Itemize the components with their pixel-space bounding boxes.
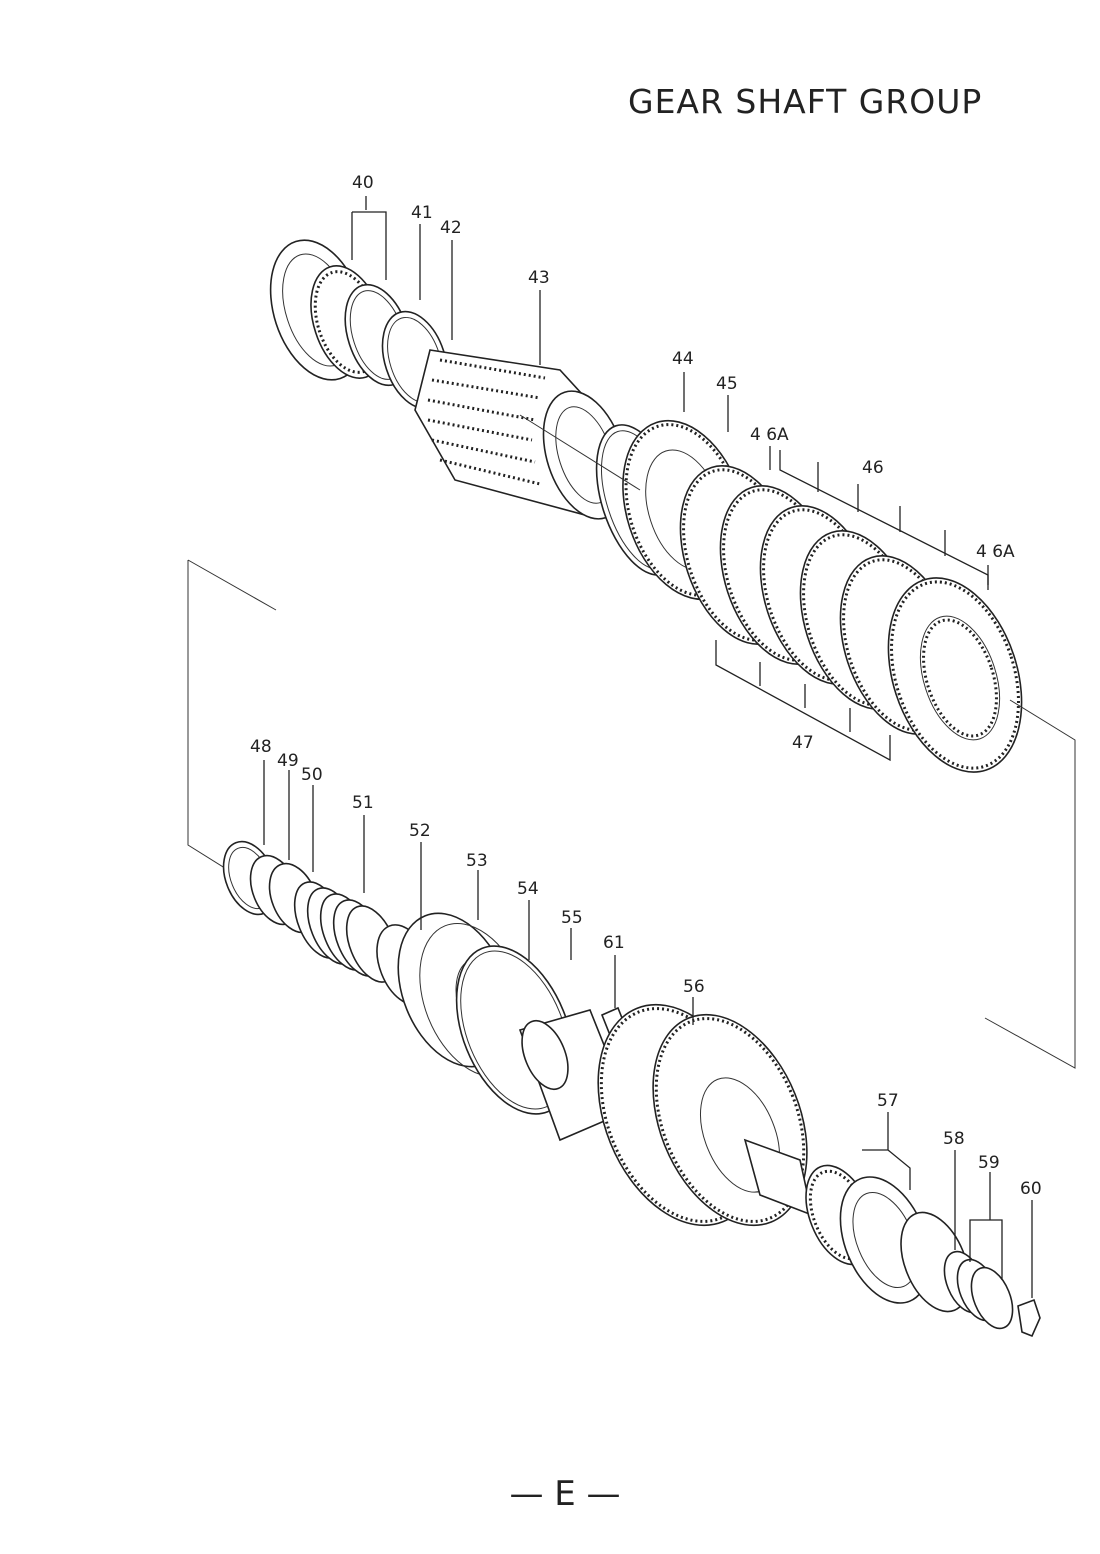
callout-41: 41 bbox=[411, 203, 433, 223]
callout-61: 61 bbox=[603, 933, 625, 953]
callout-57: 57 bbox=[877, 1091, 899, 1111]
callout-55: 55 bbox=[561, 908, 583, 928]
callout-52: 52 bbox=[409, 821, 431, 841]
callout-54: 54 bbox=[517, 879, 539, 899]
key-60 bbox=[1017, 1298, 1041, 1338]
gear-56 bbox=[597, 1003, 814, 1227]
page-title: GEAR SHAFT GROUP bbox=[628, 82, 983, 121]
callout-42: 42 bbox=[440, 218, 462, 238]
callout-50: 50 bbox=[301, 765, 323, 785]
callout-46a-top: 4 6A bbox=[750, 425, 789, 445]
rings-59 bbox=[943, 1250, 1014, 1330]
callout-40: 40 bbox=[352, 173, 374, 193]
clutch-disc-stack bbox=[679, 465, 1023, 773]
callout-46: 46 bbox=[862, 458, 884, 478]
page-footer-section-letter: — E — bbox=[509, 1474, 621, 1514]
callout-46a-right: 4 6A bbox=[976, 542, 1015, 562]
callout-48: 48 bbox=[250, 737, 272, 757]
callout-53: 53 bbox=[466, 851, 488, 871]
callout-59: 59 bbox=[978, 1153, 1000, 1173]
callout-45: 45 bbox=[716, 374, 738, 394]
callout-60: 60 bbox=[1020, 1179, 1042, 1199]
callout-47: 47 bbox=[792, 733, 814, 753]
callout-labels: 40 41 42 43 44 45 4 6A 46 4 6A 47 48 49 … bbox=[250, 173, 1042, 1199]
callout-51: 51 bbox=[352, 793, 374, 813]
shaft-centerline bbox=[187, 414, 1076, 1069]
callout-56: 56 bbox=[683, 977, 705, 997]
callout-43: 43 bbox=[528, 268, 550, 288]
callout-44: 44 bbox=[672, 349, 694, 369]
callout-49: 49 bbox=[277, 751, 299, 771]
callout-58: 58 bbox=[943, 1129, 965, 1149]
callout-leaders bbox=[263, 196, 1033, 1298]
